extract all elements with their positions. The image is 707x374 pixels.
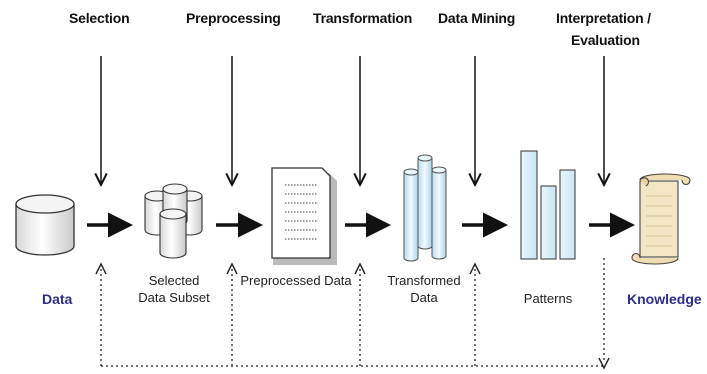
feedback-loop [100, 258, 605, 367]
step-interpretation-line1: Interpretation / [556, 10, 651, 26]
label-data: Data [42, 291, 73, 307]
step-transformation: Transformation [313, 10, 413, 26]
scroll-icon [631, 173, 691, 265]
label-preprocessed: Preprocessed Data [240, 273, 352, 288]
label-transformed-line2: Data [410, 290, 438, 305]
label-patterns: Patterns [523, 291, 573, 306]
step-selection: Selection [69, 10, 130, 26]
feedback-head-interpretation [598, 357, 610, 370]
document-icon [271, 167, 337, 265]
step-preprocessing: Preprocessing [186, 10, 281, 26]
feedback-head-selection [95, 262, 107, 275]
feedback-head-preprocessing [226, 262, 238, 275]
database-icon [15, 194, 75, 256]
bar-chart-icon [520, 150, 576, 260]
label-knowledge: Knowledge [627, 291, 702, 307]
step-interpretation-line2: Evaluation [571, 32, 640, 48]
database-cluster-icon [144, 183, 203, 259]
label-transformed-line1: Transformed [387, 273, 461, 288]
step-data-mining: Data Mining [438, 10, 516, 26]
feedback-head-transformation [354, 262, 366, 275]
cylinder-tubes-icon [403, 154, 447, 262]
feedback-head-data-mining [469, 262, 481, 275]
label-selected-line2: Data Subset [138, 290, 210, 305]
label-selected-line1: Selected [148, 273, 200, 288]
